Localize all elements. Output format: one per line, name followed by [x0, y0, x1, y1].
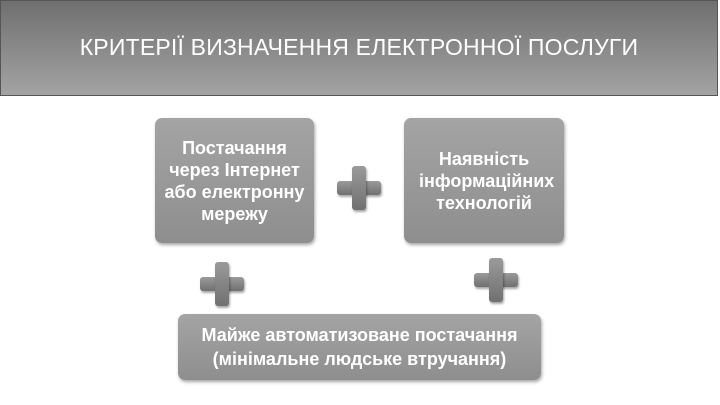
plus-icon — [474, 258, 518, 302]
criterion-automated-delivery-line2: (мінімальне людське втручання) — [212, 349, 507, 369]
plus-icon — [337, 166, 381, 210]
slide-title: КРИТЕРІЇ ВИЗНАЧЕННЯ ЕЛЕКТРОННОЇ ПОСЛУГИ — [79, 34, 639, 60]
criterion-it-availability-label: Наявність інформаційних технологій — [419, 148, 555, 213]
plus-icon — [200, 262, 244, 306]
criterion-internet-delivery-label: Постачання через Інтернет або електронну… — [164, 137, 305, 224]
title-bar: КРИТЕРІЇ ВИЗНАЧЕННЯ ЕЛЕКТРОННОЇ ПОСЛУГИ — [0, 0, 718, 96]
criterion-it-availability: Наявність інформаційних технологій — [404, 118, 564, 243]
criterion-automated-delivery-line1: Майже автоматизоване постачання — [201, 325, 518, 345]
criterion-automated-delivery: Майже автоматизоване постачання (мінімал… — [178, 314, 541, 380]
criterion-internet-delivery: Постачання через Інтернет або електронну… — [155, 118, 314, 243]
